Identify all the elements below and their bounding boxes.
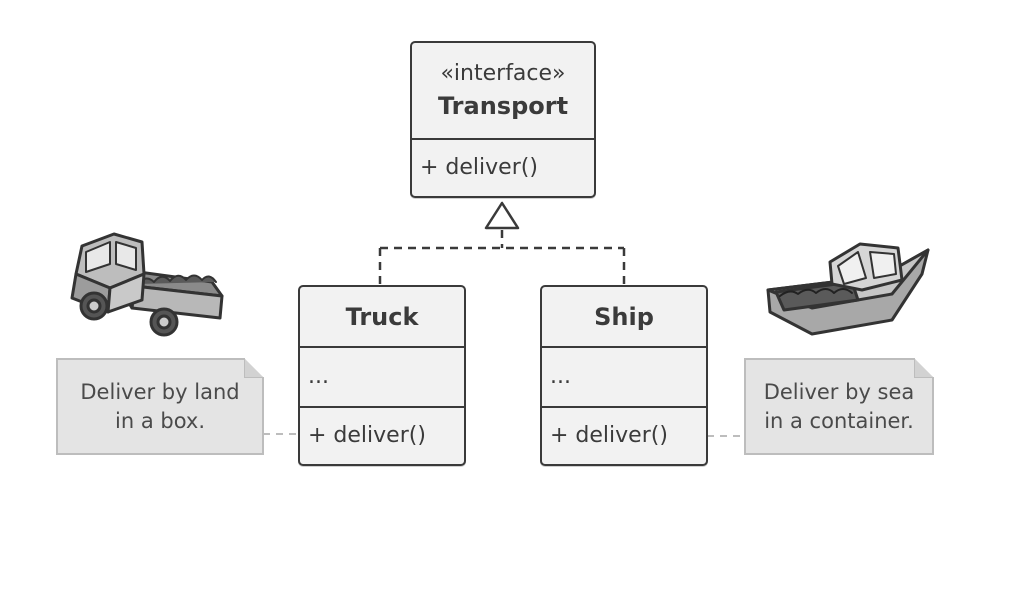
note-ship: Deliver by sea in a container. (744, 358, 934, 455)
class-ship-attributes-text: ... (550, 364, 571, 389)
interface-name: Transport (437, 92, 569, 120)
class-truck-name: Truck (345, 302, 419, 331)
class-truck-attributes: ... (300, 346, 464, 406)
interface-method: + deliver() (420, 154, 538, 180)
class-truck-header: Truck (300, 287, 464, 346)
interface-transport-box: «interface» Transport + deliver() (410, 41, 596, 198)
interface-header: «interface» Transport (412, 43, 594, 138)
class-truck-method: + deliver() (308, 422, 426, 448)
interface-stereotype: «interface» (440, 61, 566, 86)
note-fold-corner (244, 358, 264, 378)
class-ship-method: + deliver() (550, 422, 668, 448)
note-truck: Deliver by land in a box. (56, 358, 264, 455)
class-ship-methods: + deliver() (542, 406, 706, 463)
class-ship-name: Ship (594, 302, 654, 331)
note-ship-line-1: Deliver by sea (763, 379, 915, 404)
class-truck-box: Truck ... + deliver() (298, 285, 466, 466)
interface-methods: + deliver() (412, 138, 594, 195)
class-ship-attributes: ... (542, 346, 706, 406)
note-truck-line-2: in a box. (115, 408, 205, 433)
truck-icon (70, 232, 224, 337)
class-ship-header: Ship (542, 287, 706, 346)
realization-arrowhead (484, 201, 520, 230)
class-truck-attributes-text: ... (308, 364, 329, 389)
class-truck-methods: + deliver() (300, 406, 464, 463)
boat-icon (766, 242, 930, 336)
class-ship-box: Ship ... + deliver() (540, 285, 708, 466)
note-truck-line-1: Deliver by land (80, 379, 240, 404)
note-ship-line-2: in a container. (764, 408, 914, 433)
note-fold-corner (914, 358, 934, 378)
